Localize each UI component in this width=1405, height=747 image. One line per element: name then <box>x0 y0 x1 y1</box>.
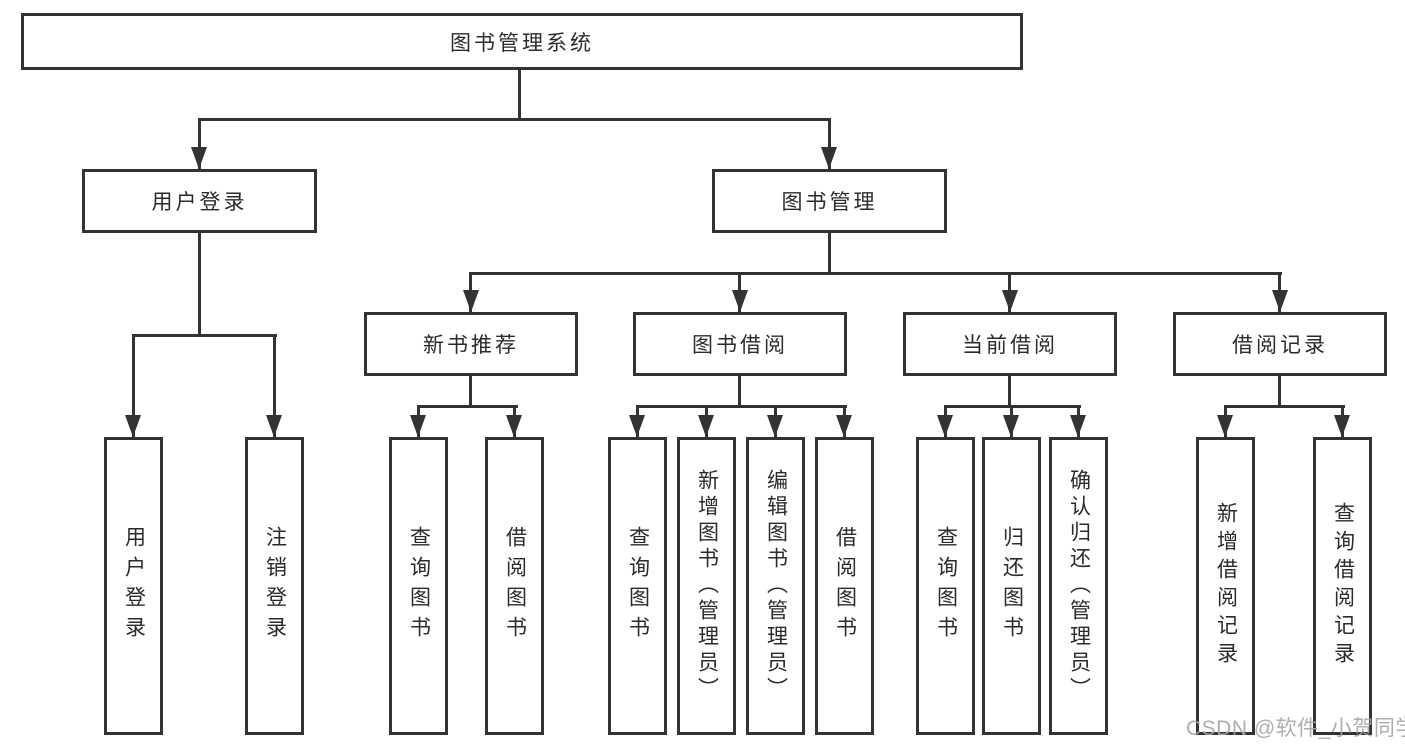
connector-borrow-records-stem <box>1278 376 1281 408</box>
connector-to-book-management <box>828 118 831 169</box>
arrowhead-return-book-icon <box>1003 415 1019 437</box>
leaf-user-login: 用户登录 <box>104 437 163 735</box>
node-borrow-records: 借阅记录 <box>1173 312 1387 376</box>
connector-to-user-login <box>198 118 201 169</box>
connector-current-borrow-stem <box>1008 376 1011 408</box>
arrowhead-leaf-user-login-icon <box>125 415 141 437</box>
connector-root-stem <box>518 68 521 120</box>
node-book-management: 图书管理 <box>712 169 947 233</box>
arrowhead-book-management-icon <box>821 147 837 169</box>
arrowhead-edit-book-icon <box>767 415 783 437</box>
connector-user-login-stem <box>198 233 201 337</box>
connector-level2-rail <box>469 272 1282 275</box>
connector-user-login-rail <box>132 334 277 337</box>
leaf-borrow-books-2: 借阅图书 <box>815 437 874 735</box>
leaf-query-books-2: 查询图书 <box>608 437 667 735</box>
connector-to-leaf-logout <box>273 334 276 437</box>
leaf-query-books-1: 查询图书 <box>389 437 448 735</box>
connector-new-book-stem <box>469 376 472 408</box>
leaf-add-book-admin: 新增图书（管理员） <box>677 437 736 735</box>
node-new-book-recommend: 新书推荐 <box>364 312 578 376</box>
node-book-borrow: 图书借阅 <box>633 312 847 376</box>
connector-book-management-stem <box>828 233 831 275</box>
leaf-add-borrow-record: 新增借阅记录 <box>1196 437 1255 735</box>
arrowhead-query-books-2-icon <box>629 415 645 437</box>
arrowhead-borrow-books-2-icon <box>836 415 852 437</box>
node-book-management-system: 图书管理系统 <box>21 13 1023 70</box>
leaf-query-borrow-record: 查询借阅记录 <box>1313 437 1372 735</box>
csdn-watermark: CSDN @软件_小贺同学 <box>1186 717 1405 740</box>
leaf-borrow-books-1: 借阅图书 <box>485 437 544 735</box>
arrowhead-borrow-books-1-icon <box>506 415 522 437</box>
leaf-edit-book-admin: 编辑图书（管理员） <box>746 437 805 735</box>
connector-book-borrow-stem <box>738 376 741 408</box>
leaf-confirm-return-admin: 确认归还（管理员） <box>1049 437 1108 735</box>
connector-level1-rail <box>198 118 831 121</box>
connector-book-borrow-rail <box>636 405 847 408</box>
arrowhead-add-borrow-record-icon <box>1217 415 1233 437</box>
arrowhead-confirm-return-icon <box>1070 415 1086 437</box>
arrowhead-add-book-icon <box>698 415 714 437</box>
connector-to-leaf-user-login <box>132 334 135 437</box>
connector-new-book-rail <box>417 405 518 408</box>
arrowhead-borrow-records-icon <box>1272 290 1288 312</box>
arrowhead-current-borrow-icon <box>1002 290 1018 312</box>
connector-borrow-records-rail <box>1224 405 1345 408</box>
arrowhead-leaf-logout-icon <box>266 415 282 437</box>
arrowhead-book-borrow-icon <box>732 290 748 312</box>
arrowhead-query-books-3-icon <box>937 415 953 437</box>
arrowhead-user-login-icon <box>191 147 207 169</box>
arrowhead-new-book-icon <box>463 290 479 312</box>
node-user-login: 用户登录 <box>82 169 317 233</box>
leaf-logout: 注销登录 <box>245 437 304 735</box>
node-current-borrow: 当前借阅 <box>903 312 1117 376</box>
leaf-query-books-3: 查询图书 <box>916 437 975 735</box>
arrowhead-query-borrow-record-icon <box>1334 415 1350 437</box>
arrowhead-query-books-1-icon <box>410 415 426 437</box>
leaf-return-book: 归还图书 <box>982 437 1041 735</box>
